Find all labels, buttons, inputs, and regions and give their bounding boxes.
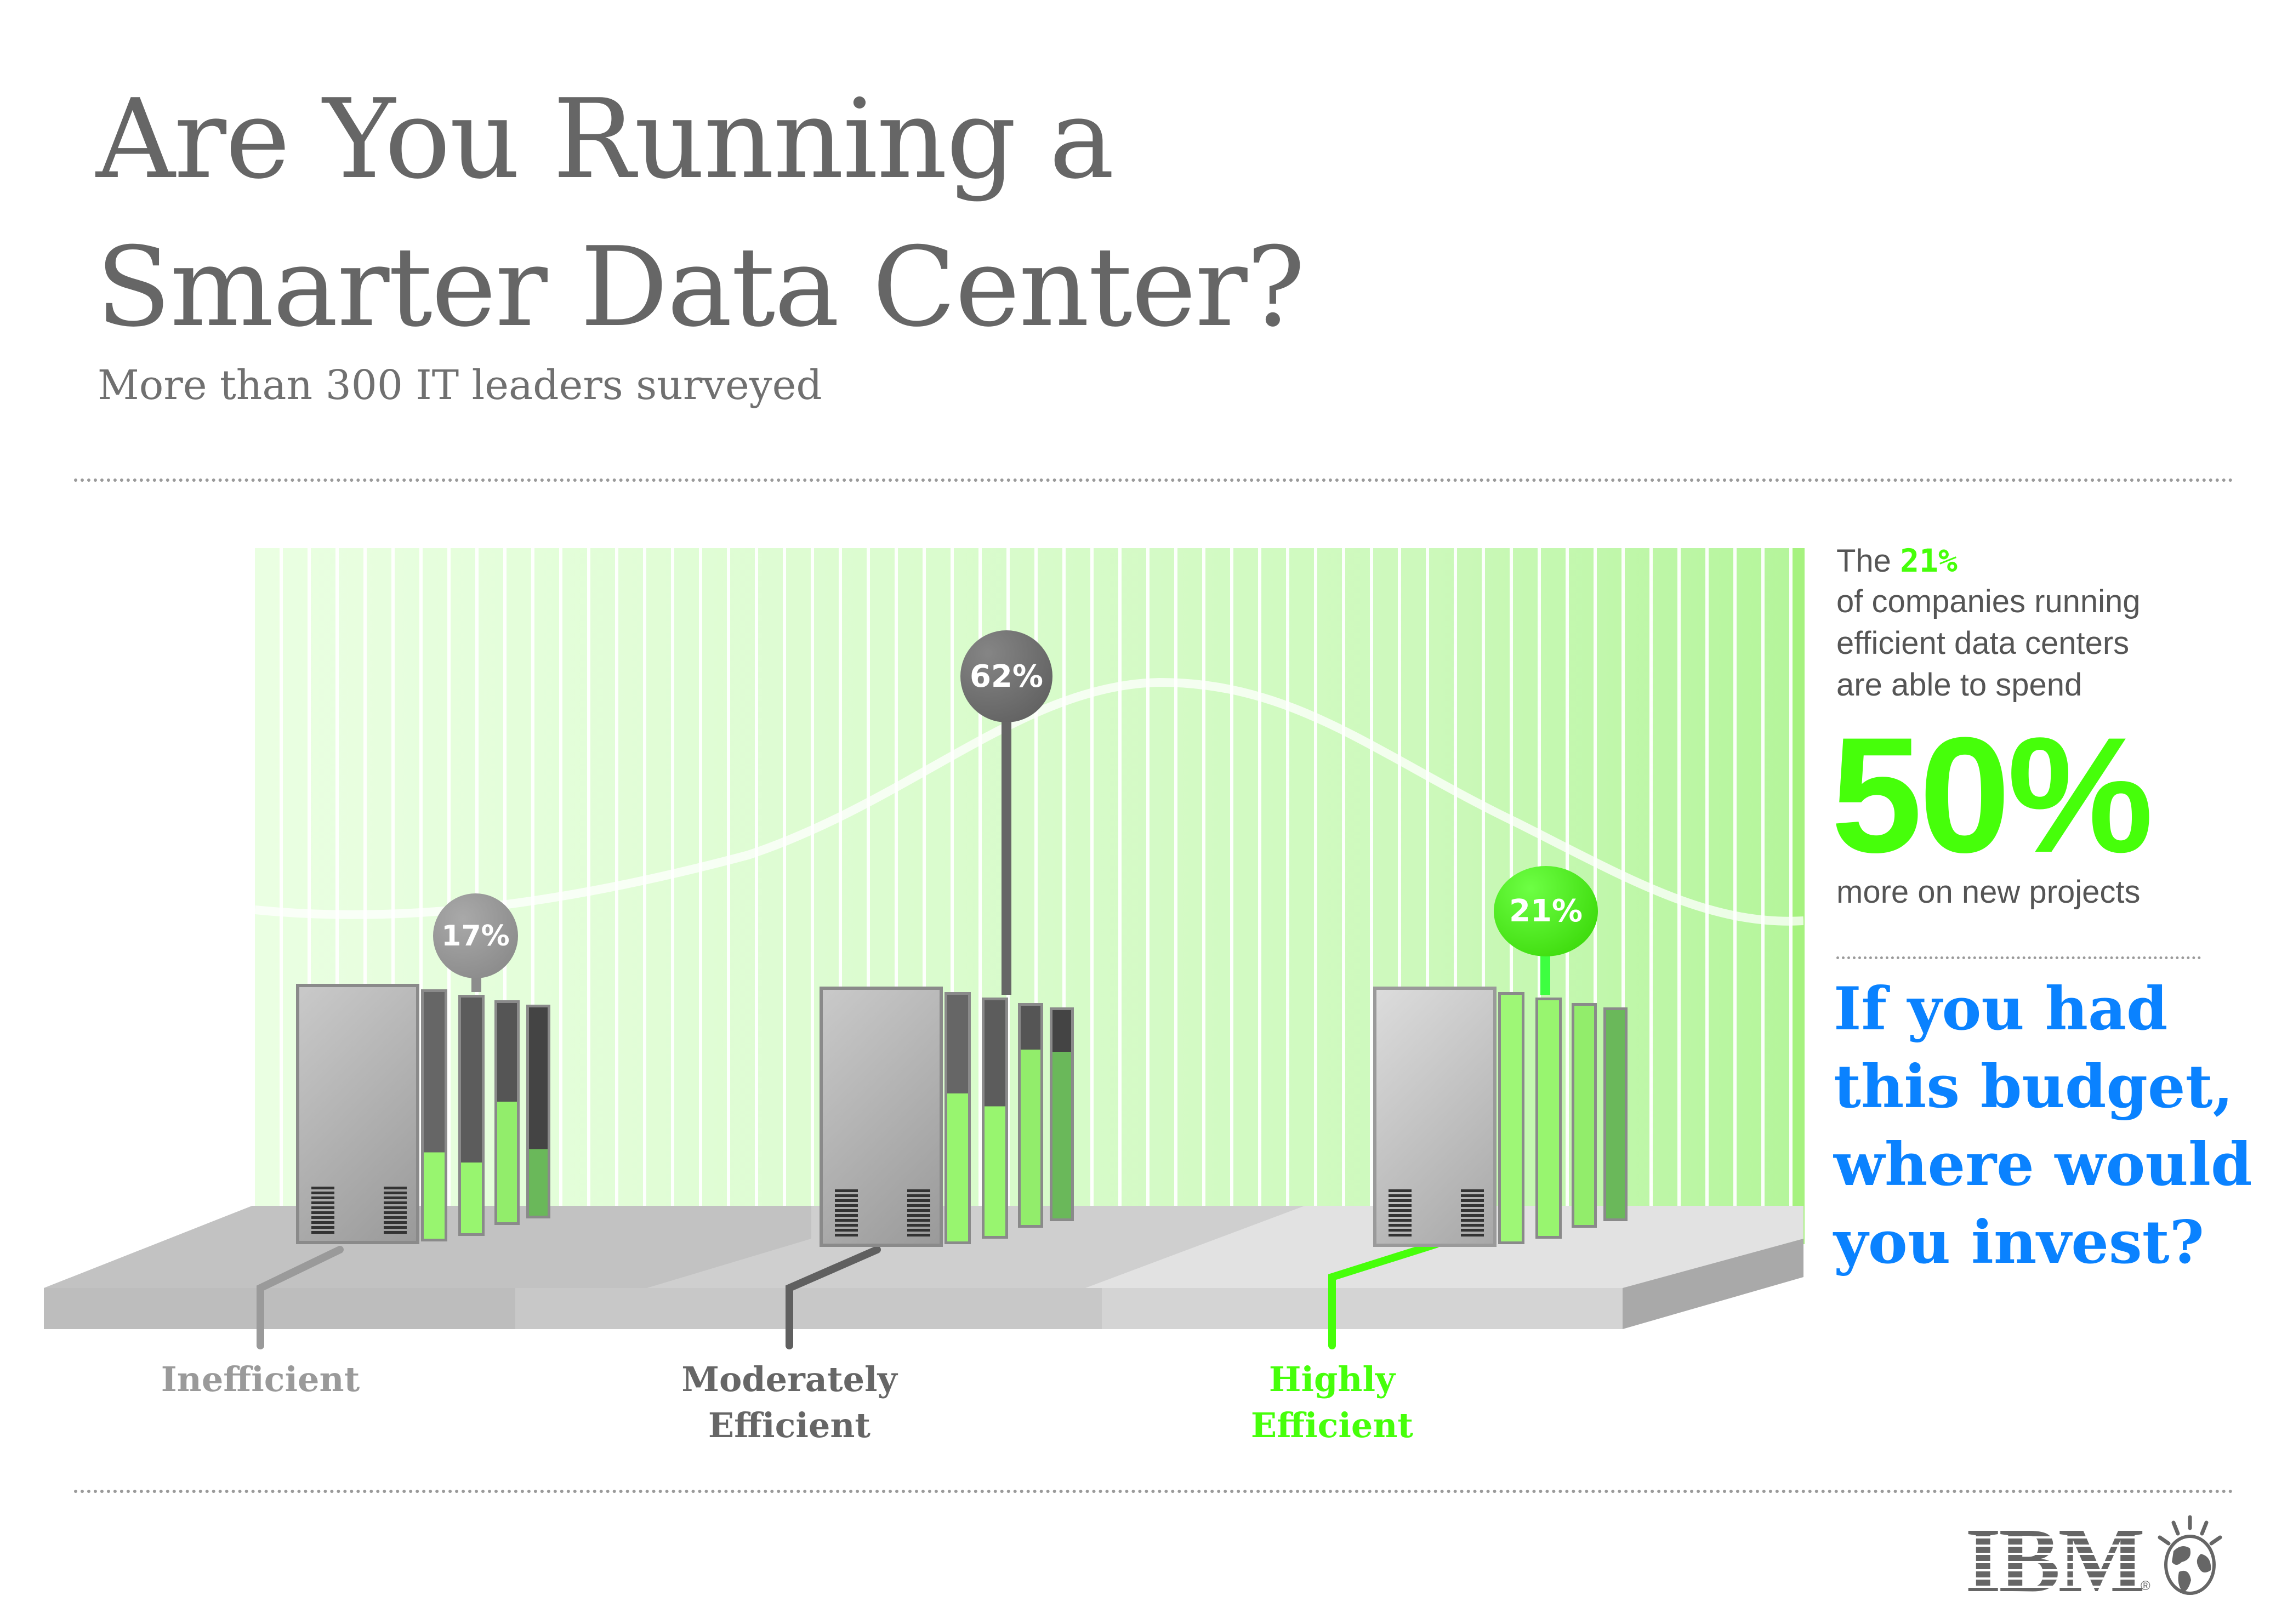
category-label-highly-efficient: Highly Efficient: [1250, 1359, 1414, 1445]
ibm-logo: IBM ®: [1965, 1509, 2150, 1611]
value-moderate: 62%: [969, 658, 1044, 694]
value-highly-efficient: 21%: [1509, 893, 1583, 929]
question: If you had this budget, where would you …: [1834, 975, 2252, 1277]
value-bubble-highly-efficient: 21%: [1494, 866, 1598, 956]
stat-after: more on new projects: [1836, 874, 2141, 910]
value-bubble-inefficient: 17%: [433, 893, 518, 978]
category-label-inefficient: Inefficient: [161, 1359, 360, 1399]
bubble-stem-highly-efficient: [1540, 951, 1550, 995]
stat-line-4: are able to spend: [1836, 667, 2083, 703]
distribution-curve: [255, 677, 1803, 926]
stat-intro: The 21%: [1836, 542, 1958, 579]
server-rack-moderate: [820, 987, 1077, 1247]
server-rack-inefficient: [296, 984, 554, 1244]
subtitle: More than 300 IT leaders surveyed: [98, 362, 822, 409]
sidebar-divider: [1836, 956, 2201, 959]
bottom-divider: [74, 1490, 2234, 1493]
label-connectors: [257, 1240, 1440, 1349]
title-line-2: Smarter Data Center?: [96, 224, 1305, 351]
chart-edge: [1793, 548, 1805, 1244]
category-label-moderate: Moderately Efficient: [681, 1359, 897, 1445]
page-title: Are You Running a Smarter Data Center?: [96, 66, 1305, 362]
ibm-wordmark: IBM ®: [1965, 1509, 2150, 1611]
value-inefficient: 17%: [441, 919, 510, 953]
value-bubble-moderate: 62%: [960, 630, 1052, 722]
bubble-stem-moderate: [1002, 721, 1011, 995]
stat-line-2: of companies running: [1836, 584, 2141, 619]
stat-line-3: efficient data centers: [1836, 625, 2130, 661]
highlight-percent: 21%: [1900, 542, 1958, 579]
top-divider: [74, 478, 2234, 482]
big-stat: 50%: [1831, 703, 2153, 887]
globe-icon: [2158, 1515, 2222, 1595]
title-line-1: Are You Running a: [96, 76, 1114, 203]
server-rack-highly-efficient: [1373, 987, 1631, 1247]
